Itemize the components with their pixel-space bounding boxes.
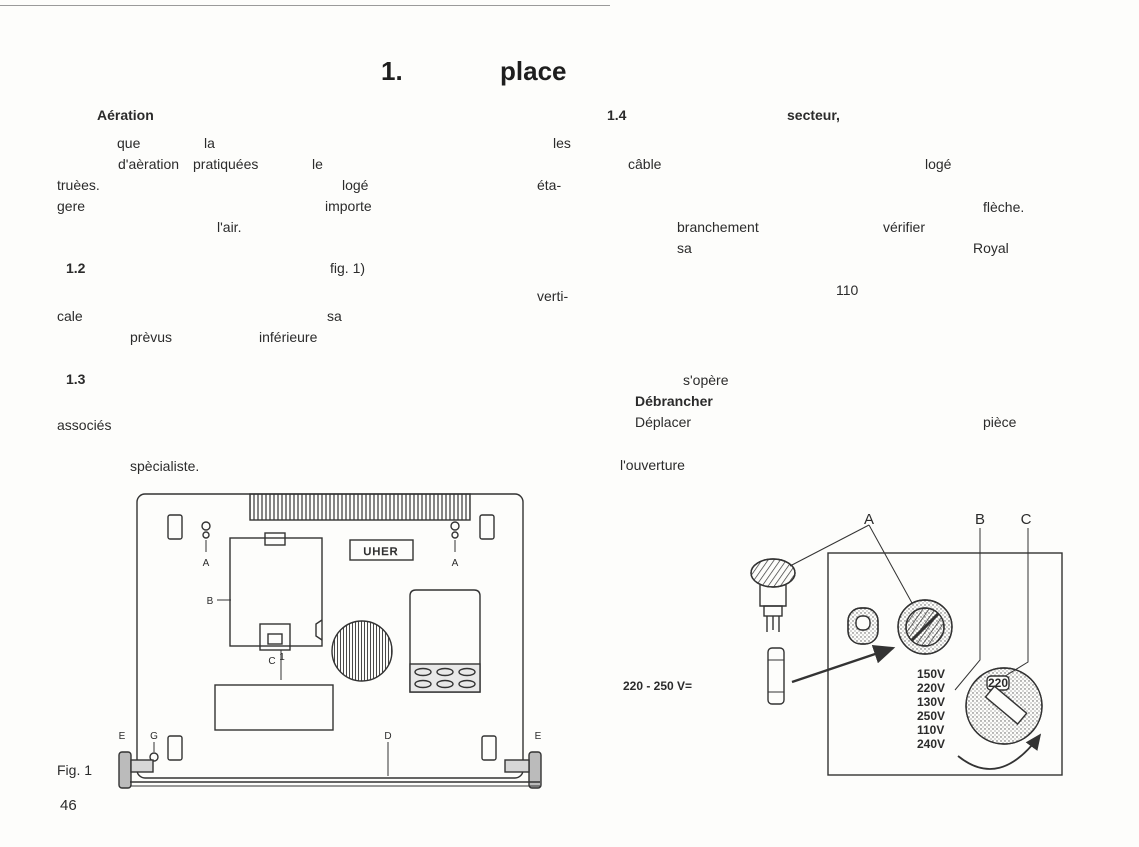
figure-1-caption: Fig. 1 xyxy=(57,762,93,778)
fig1-label-c: C xyxy=(268,656,275,667)
text-fragment: l'ouverture xyxy=(620,457,685,473)
fig1-label-b: B xyxy=(207,596,214,607)
voltage-setting: 250V xyxy=(917,709,945,723)
text-fragment: vérifier xyxy=(883,219,926,235)
text-fragment: la xyxy=(204,135,215,151)
curved-arrow-icon xyxy=(957,733,1042,770)
text-fragment: flèche. xyxy=(983,199,1025,215)
section-1-3-number: 1.3 xyxy=(66,371,86,387)
battery-cover xyxy=(229,537,323,647)
keyhole-left xyxy=(201,521,211,552)
fig1-label-a-left: A xyxy=(203,558,210,569)
fuse-holder xyxy=(897,599,953,655)
text-fragment: pièce xyxy=(983,414,1017,430)
text-fragment: logé xyxy=(342,177,369,193)
text-fragment: éta- xyxy=(537,177,562,193)
foot-left xyxy=(118,751,154,789)
section-number: 1. xyxy=(381,56,403,86)
text-fragment: associés xyxy=(57,417,112,433)
text-fragment: d'aèration xyxy=(118,156,180,172)
text-fragment: s'opère xyxy=(683,372,729,388)
text-fragment: que xyxy=(117,135,141,151)
cover-latch xyxy=(259,623,291,680)
mounting-slot-bottom-left xyxy=(167,735,183,761)
panel-frame xyxy=(827,552,1063,776)
fig1-label-one: 1 xyxy=(279,652,285,663)
voltage-selector-disk xyxy=(965,667,1043,745)
brand-logo-text: UHER xyxy=(363,546,398,558)
text-fragment: les xyxy=(553,135,571,151)
title-word: place xyxy=(500,56,567,86)
fuse-cartridge xyxy=(767,647,785,705)
speaker-grille xyxy=(331,620,393,682)
figure-1-device-rear-view xyxy=(118,493,542,789)
selector-value: 220 xyxy=(988,676,1008,690)
text-fragment: pratiquées xyxy=(193,156,259,172)
aeration-heading: Aération xyxy=(97,107,154,123)
figure-2-fuse-voltage-selector xyxy=(750,524,1063,776)
fig1-label-g: G xyxy=(150,731,158,742)
text-fragment: importe xyxy=(325,198,372,214)
foot-right xyxy=(504,751,542,789)
label-panel xyxy=(214,684,334,731)
section-1-2-number: 1.2 xyxy=(66,260,86,276)
control-module xyxy=(409,589,481,693)
text-fragment: inférieure xyxy=(259,329,318,345)
voltage-setting: 110V xyxy=(917,723,944,737)
cover-notch xyxy=(315,619,323,641)
top-rule xyxy=(0,5,610,6)
text-fragment: logé xyxy=(925,156,952,172)
mounting-slot-top-left xyxy=(167,514,183,540)
voltage-setting: 220V xyxy=(917,681,945,695)
text-fragment: branchement xyxy=(677,219,759,235)
text-fragment: truèes. xyxy=(57,177,100,193)
section-1-4-number: 1.4 xyxy=(607,107,627,123)
top-vent-grille xyxy=(249,493,471,521)
fuse-socket-opening xyxy=(847,607,879,645)
fuse-cap xyxy=(750,558,796,632)
voltage-setting: 130V xyxy=(917,695,945,709)
text-fragment: Déplacer xyxy=(635,414,692,430)
voltage-setting: 150V xyxy=(917,667,945,681)
fig2-label-a: A xyxy=(864,511,874,528)
cover-handle xyxy=(264,532,286,546)
fig1-label-e-right: E xyxy=(535,731,542,742)
text-fragment: câble xyxy=(628,156,662,172)
text-fragment: le xyxy=(312,156,323,172)
figure-reference: fig. 1) xyxy=(330,260,366,276)
voltage-note: 220 - 250 V= xyxy=(623,679,692,693)
voltage-setting: 240V xyxy=(917,737,945,751)
text-fragment: sa xyxy=(677,240,692,256)
keyhole-right xyxy=(450,521,460,552)
text-fragment: verti- xyxy=(537,288,569,304)
text-fragment: 110 xyxy=(836,282,859,298)
section-1-4-heading: secteur, xyxy=(787,107,840,123)
brand-logo-plate xyxy=(349,539,414,561)
fig1-label-e-left: E xyxy=(119,731,126,742)
text-fragment: cale xyxy=(57,308,83,324)
fig1-label-d: D xyxy=(384,731,391,742)
fig2-label-c: C xyxy=(1021,511,1032,528)
page-number: 46 xyxy=(60,797,77,814)
ground-screw-g xyxy=(149,742,159,762)
text-fragment: prèvus xyxy=(130,329,173,345)
unplug-heading: Débrancher xyxy=(635,393,713,409)
mounting-slot-top-right xyxy=(479,514,495,540)
text-fragment: spècialiste. xyxy=(130,458,200,474)
text-fragment: gere xyxy=(57,198,86,214)
text-fragment: l'air. xyxy=(217,219,242,235)
text-fragment: sa xyxy=(327,308,342,324)
mounting-slot-bottom-right xyxy=(481,735,497,761)
device-body xyxy=(136,493,524,779)
text-fragment: Royal xyxy=(973,240,1009,256)
fig2-label-b: B xyxy=(975,511,985,528)
straight-arrow-icon xyxy=(791,645,896,684)
fig1-label-a-right: A xyxy=(452,558,459,569)
